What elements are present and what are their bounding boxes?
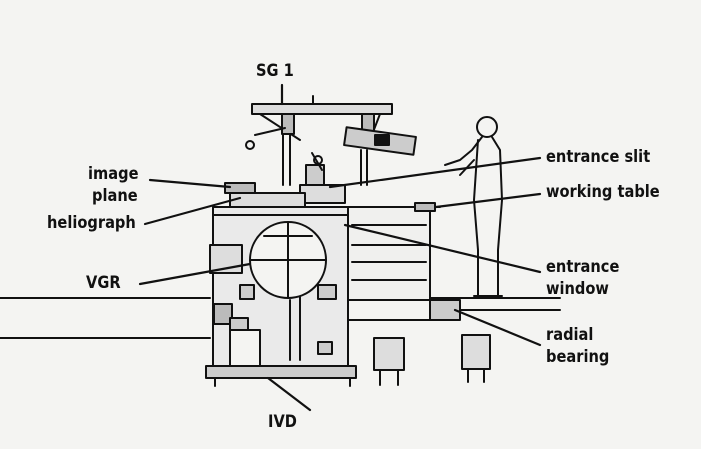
- sg1-assembly: [245, 95, 417, 156]
- label-entrance-slit: entrance slit: [546, 147, 651, 167]
- label-sg1: SG 1: [256, 61, 294, 81]
- label-entrance-window-line1: entrance: [546, 257, 620, 277]
- label-image-plane-line1: image: [88, 164, 139, 184]
- entrance-slit-assembly: [299, 152, 346, 204]
- support-columns: [282, 133, 368, 186]
- human-figure: [444, 116, 503, 297]
- label-image-plane-line2: plane: [92, 186, 138, 206]
- label-vgr: VGR: [86, 273, 121, 293]
- label-radial-bearing-line2: bearing: [546, 347, 610, 367]
- label-working-table: working table: [546, 182, 660, 202]
- radial-bearing: [373, 299, 491, 386]
- ivd-base: [205, 365, 357, 387]
- label-radial-bearing-line1: radial: [546, 325, 594, 345]
- working-table: [347, 202, 441, 301]
- label-heliograph: heliograph: [47, 213, 136, 233]
- leader-lines: [138, 83, 542, 412]
- label-ivd: IVD: [268, 412, 297, 432]
- label-entrance-window-line2: window: [546, 279, 609, 299]
- image-plane-block: [224, 182, 306, 208]
